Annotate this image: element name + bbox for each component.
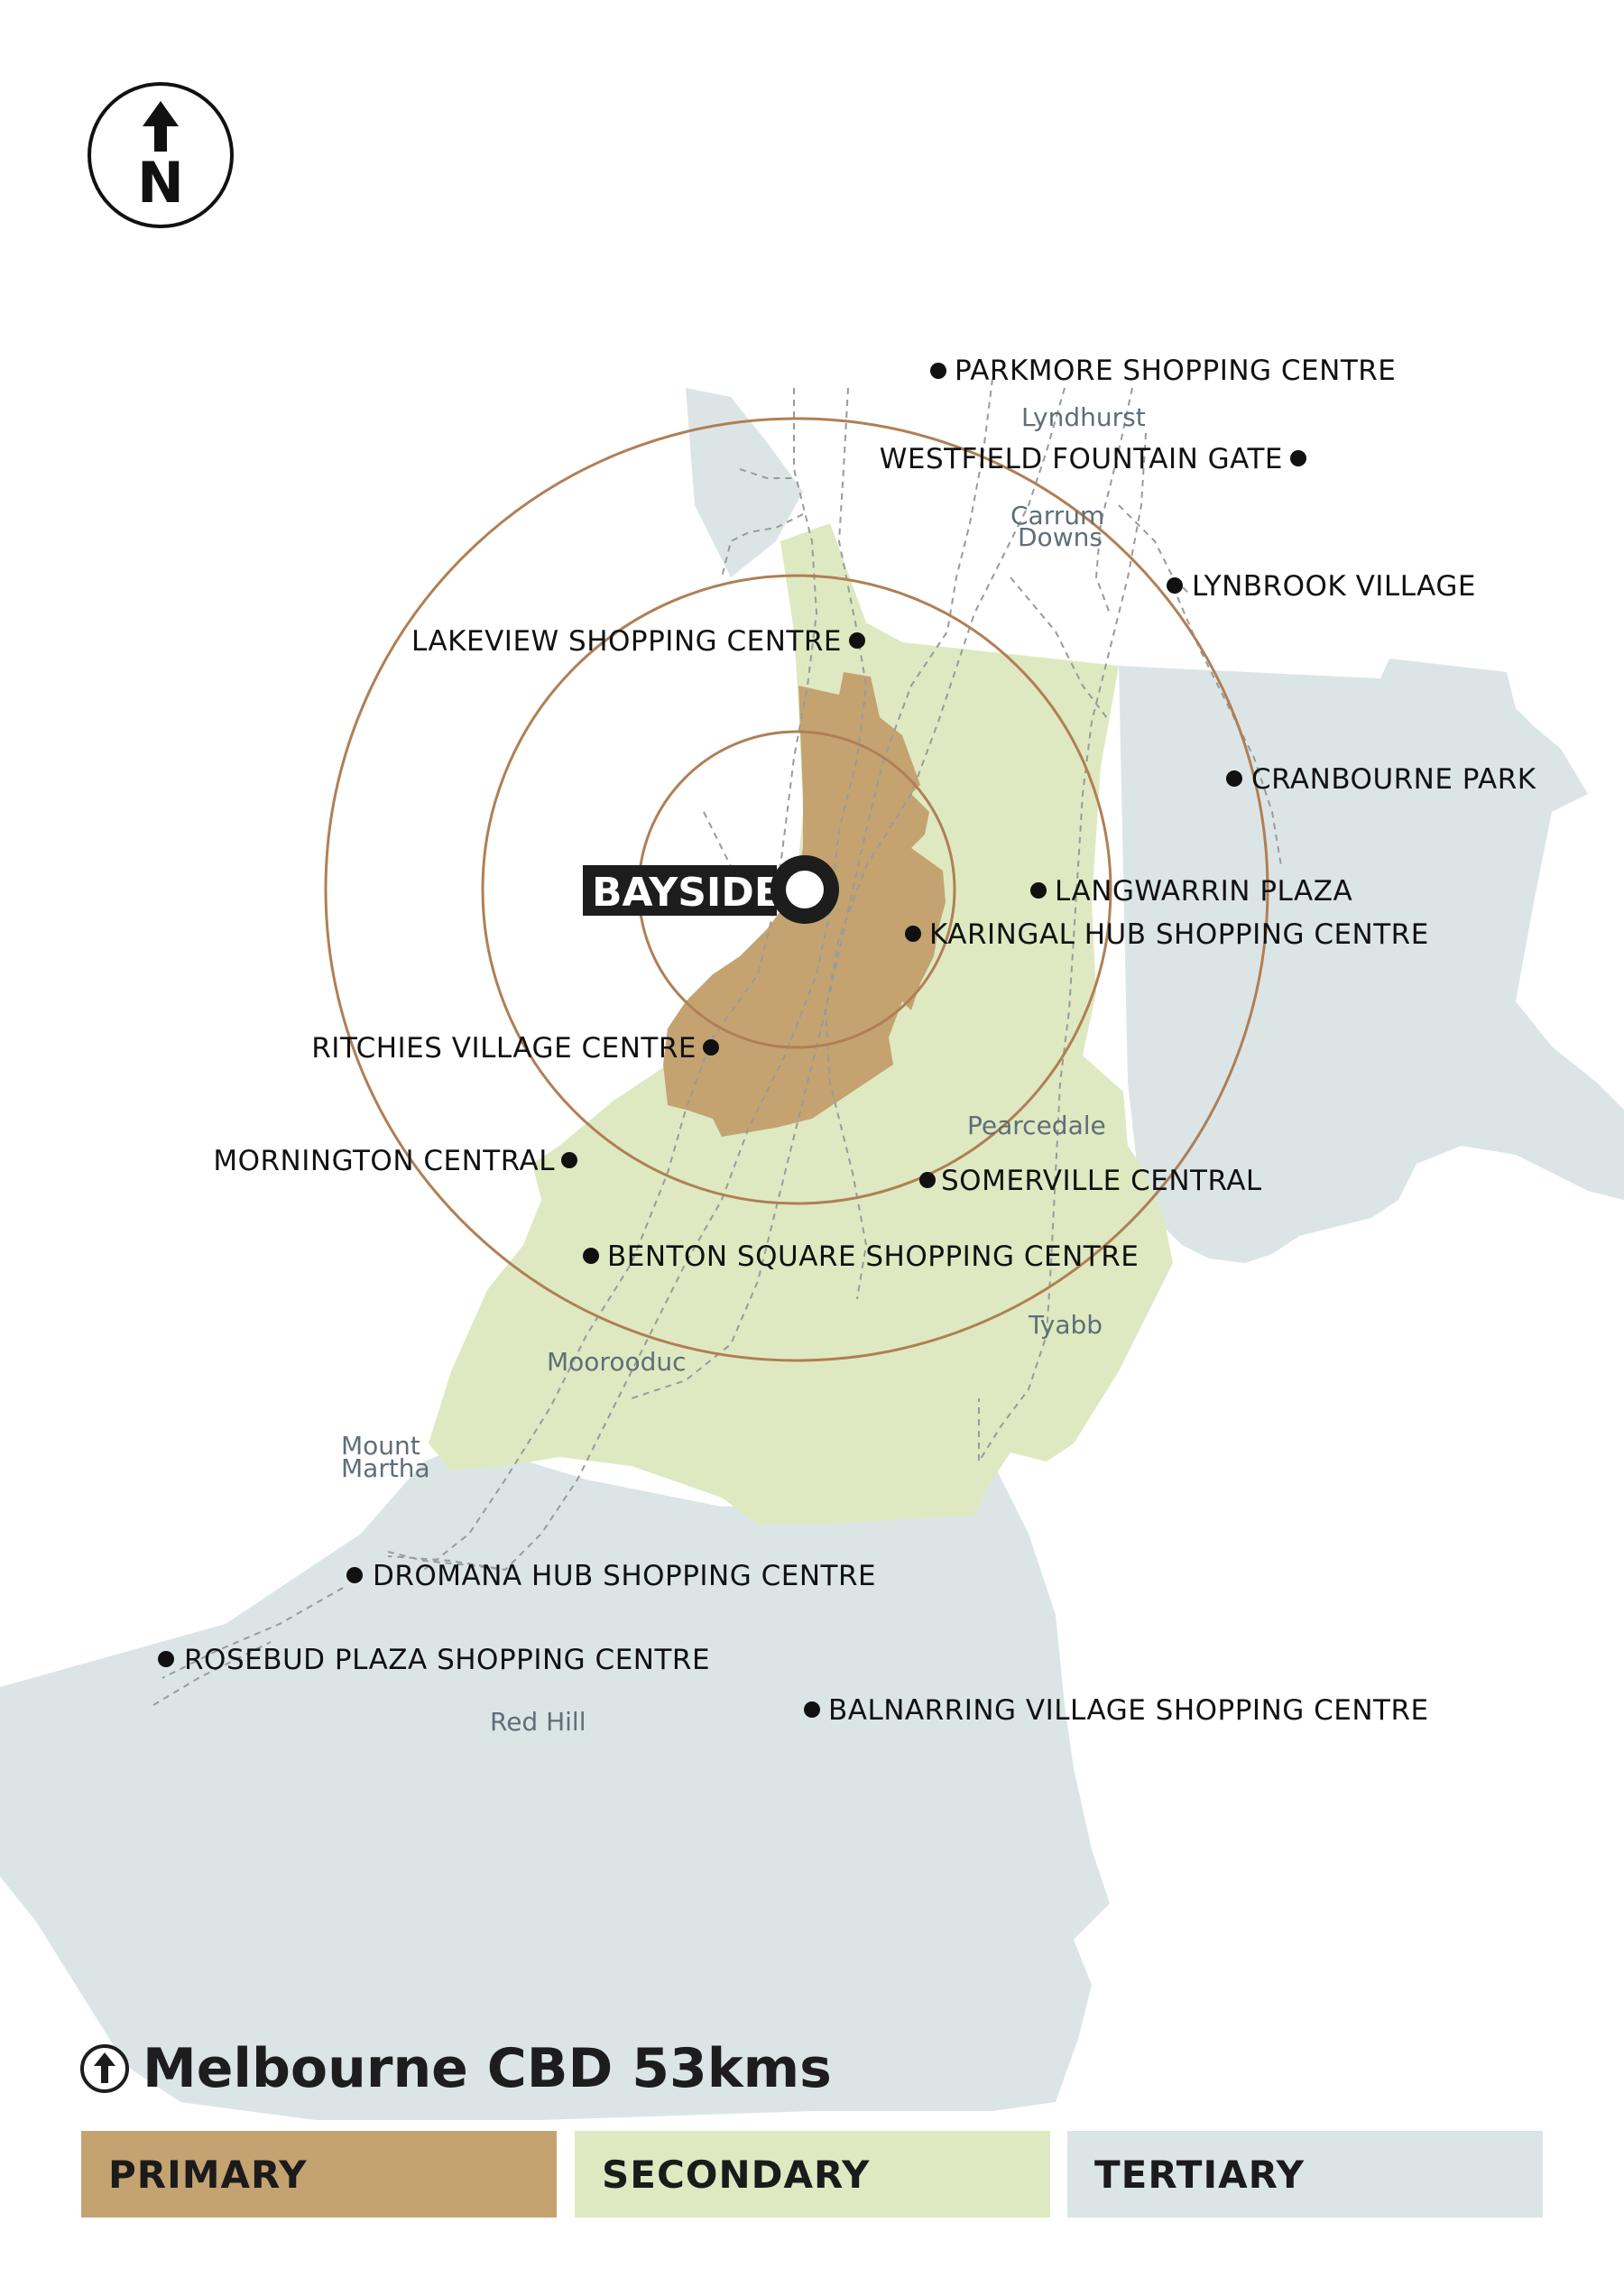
suburb-tyabb: Tyabb <box>1028 1310 1103 1340</box>
centre-label: MORNINGTON CENTRAL <box>213 1145 555 1177</box>
centre-dot <box>703 1039 719 1056</box>
centre-label: CRANBOURNE PARK <box>1251 763 1536 796</box>
arrow-up-circle-icon <box>80 2044 129 2093</box>
centre-dot <box>905 926 921 942</box>
centre-karingal: KARINGAL HUB SHOPPING CENTRE <box>905 918 1429 951</box>
centre-dot <box>849 632 865 649</box>
centre-dot <box>1167 577 1183 594</box>
legend-tertiary-label: TERTIARY <box>1094 2152 1306 2197</box>
suburb-red-hill: Red Hill <box>490 1707 586 1737</box>
centre-dot <box>1030 882 1047 899</box>
suburb-mount-martha-line1: Mount <box>341 1431 420 1461</box>
centre-label: ROSEBUD PLAZA SHOPPING CENTRE <box>184 1644 710 1676</box>
tertiary-region-east <box>1119 659 1624 1263</box>
centre-dot <box>804 1701 820 1718</box>
bayside-label-box <box>583 865 777 916</box>
centre-benton: BENTON SQUARE SHOPPING CENTRE <box>583 1240 1139 1273</box>
centre-lakeview: LAKEVIEW SHOPPING CENTRE <box>411 625 865 658</box>
centre-ritchies: RITCHIES VILLAGE CENTRE <box>311 1032 719 1065</box>
centre-rosebud: ROSEBUD PLAZA SHOPPING CENTRE <box>158 1644 710 1676</box>
suburb-pearcedale: Pearcedale <box>967 1111 1106 1140</box>
centre-label: LYNBROOK VILLAGE <box>1192 570 1476 603</box>
tertiary-region-south <box>0 1443 1110 2120</box>
centre-label: BENTON SQUARE SHOPPING CENTRE <box>607 1240 1139 1273</box>
centre-balnarring: BALNARRING VILLAGE SHOPPING CENTRE <box>804 1694 1429 1727</box>
centre-mornington: MORNINGTON CENTRAL <box>213 1145 577 1177</box>
centre-dot <box>930 363 946 379</box>
centre-label: LAKEVIEW SHOPPING CENTRE <box>411 625 842 658</box>
centre-label: BALNARRING VILLAGE SHOPPING CENTRE <box>828 1694 1429 1727</box>
centre-dromana: DROMANA HUB SHOPPING CENTRE <box>346 1560 876 1592</box>
centre-dot <box>919 1172 936 1188</box>
centre-label: DROMANA HUB SHOPPING CENTRE <box>373 1560 876 1592</box>
suburb-lyndhurst: Lyndhurst <box>1021 402 1146 432</box>
centre-cranbourne: CRANBOURNE PARK <box>1226 763 1536 796</box>
centre-somerville: SOMERVILLE CENTRAL <box>919 1165 1262 1197</box>
centre-westfield: WESTFIELD FOUNTAIN GATE <box>880 443 1306 475</box>
centre-dot <box>1226 770 1242 787</box>
legend-secondary-label: SECONDARY <box>602 2152 871 2197</box>
suburb-carrum-downs-line2: Downs <box>1018 522 1103 552</box>
tertiary-region-north <box>686 388 803 577</box>
ring-middle <box>481 574 1112 1205</box>
north-label: N <box>137 150 184 216</box>
centre-langwarrin: LANGWARRIN PLAZA <box>1030 875 1352 908</box>
legend-secondary: SECONDARY <box>575 2131 1050 2218</box>
cbd-distance: Melbourne CBD 53kms <box>79 2037 832 2100</box>
centre-parkmore: PARKMORE SHOPPING CENTRE <box>930 355 1396 387</box>
centre-label: KARINGAL HUB SHOPPING CENTRE <box>929 918 1429 951</box>
centre-dot <box>158 1651 174 1667</box>
legend-tertiary: TERTIARY <box>1067 2131 1543 2218</box>
centre-label: PARKMORE SHOPPING CENTRE <box>955 355 1396 387</box>
centre-label: WESTFIELD FOUNTAIN GATE <box>880 443 1283 475</box>
north-arrow-icon <box>143 101 179 152</box>
shopping-centres: PARKMORE SHOPPING CENTRE WESTFIELD FOUNT… <box>158 355 1536 1727</box>
cbd-distance-text: Melbourne CBD 53kms <box>143 2037 832 2100</box>
suburb-labels: Lyndhurst Carrum Downs Pearcedale Tyabb … <box>341 402 1146 1737</box>
north-arrow-circle <box>88 82 234 228</box>
centre-label: LANGWARRIN PLAZA <box>1055 875 1352 908</box>
suburb-moorooduc: Moorooduc <box>547 1347 687 1377</box>
bayside-pin-inner <box>786 871 824 908</box>
centre-dot <box>561 1152 577 1168</box>
centre-label: RITCHIES VILLAGE CENTRE <box>311 1032 697 1065</box>
centre-dot <box>1290 450 1306 466</box>
suburb-carrum-downs-line1: Carrum <box>1010 501 1104 530</box>
suburb-mount-martha-line2: Martha <box>341 1453 430 1483</box>
centre-lynbrook: LYNBROOK VILLAGE <box>1167 570 1476 603</box>
centre-dot <box>346 1567 363 1583</box>
bayside-marker: BAYSIDE <box>583 855 839 924</box>
centre-label: SOMERVILLE CENTRAL <box>941 1165 1262 1197</box>
legend-primary: PRIMARY <box>81 2131 557 2218</box>
centre-dot <box>583 1248 599 1264</box>
north-arrow: N <box>88 82 234 228</box>
legend-primary-label: PRIMARY <box>108 2152 308 2197</box>
bayside-label: BAYSIDE <box>592 870 781 916</box>
ring-outer <box>324 417 1269 1362</box>
